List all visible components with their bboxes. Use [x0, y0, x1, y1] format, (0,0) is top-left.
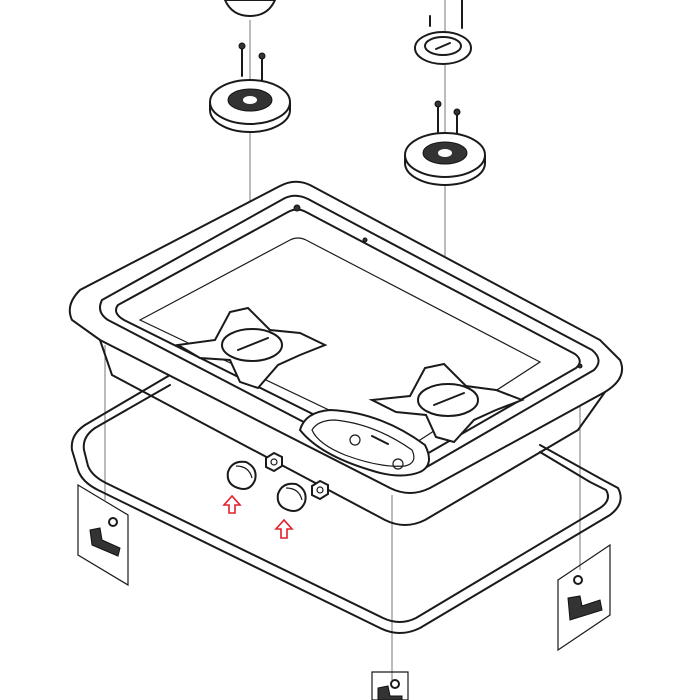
screw: [238, 42, 246, 77]
hob-tray: [68, 180, 624, 526]
arrow-up-icon: [274, 518, 294, 539]
gasket: [70, 374, 622, 634]
screw: [258, 52, 266, 81]
burner-base-right: [404, 132, 486, 186]
mounting-clamp: [557, 543, 611, 652]
control-knob-left: [226, 451, 283, 490]
control-knob-right: [276, 479, 329, 512]
burner-base-left: [209, 79, 291, 133]
screw: [434, 100, 442, 133]
screw: [453, 108, 461, 135]
pan-support-right: [368, 362, 525, 444]
burner-cap-left: [223, 0, 277, 18]
burner-cap-right: [414, 0, 472, 65]
mounting-clamp: [77, 483, 129, 587]
pan-support-left: [175, 306, 328, 390]
mounting-clamp: [371, 671, 409, 700]
screws: [238, 42, 461, 135]
arrow-up-icon: [222, 494, 242, 514]
